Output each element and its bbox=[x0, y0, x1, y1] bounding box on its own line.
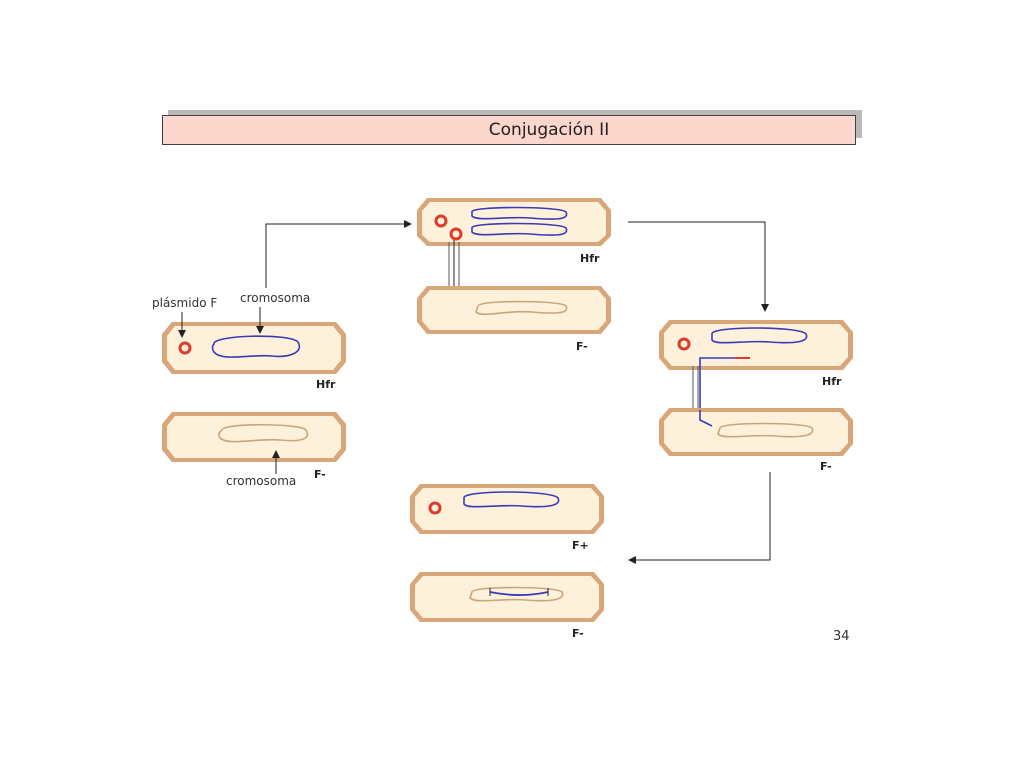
cell-tag-mid-recipient: F- bbox=[576, 340, 588, 353]
plasmid-f bbox=[178, 341, 192, 355]
flow-arrow-1 bbox=[265, 220, 412, 288]
cell-left-donor bbox=[162, 322, 346, 374]
plasmid-f-1 bbox=[434, 214, 448, 228]
donor-chromosome bbox=[211, 335, 301, 358]
recombined-segment bbox=[489, 591, 549, 596]
cell-tag-mid-donor: Hfr bbox=[580, 252, 600, 265]
label-plasmid: plásmido F bbox=[152, 296, 217, 310]
donor-chromosome-copy-2 bbox=[471, 222, 568, 236]
label-chromosome-top: cromosoma bbox=[240, 291, 310, 305]
plasmid-f-right bbox=[677, 337, 691, 351]
cell-tag-left-donor: Hfr bbox=[316, 378, 336, 391]
cell-tag-result-top: F+ bbox=[572, 539, 589, 552]
plasmid-f-result bbox=[428, 501, 442, 515]
label-chromosome-bottom: cromosoma bbox=[226, 474, 296, 488]
cell-result-top bbox=[410, 484, 604, 534]
cell-right-recipient bbox=[659, 408, 853, 456]
page-number: 34 bbox=[833, 629, 850, 644]
flow-arrow-3 bbox=[628, 472, 771, 564]
plasmid-f-2 bbox=[449, 227, 463, 241]
cell-left-recipient bbox=[162, 412, 346, 462]
donor-chromosome-copy-1 bbox=[471, 206, 568, 220]
cell-tag-result-bottom: F- bbox=[572, 627, 584, 640]
flow-arrow-2 bbox=[628, 221, 769, 312]
recipient-chromosome-mid bbox=[475, 300, 568, 316]
cell-result-bottom bbox=[410, 572, 604, 622]
recipient-chromosome-right bbox=[717, 422, 814, 438]
cell-right-donor bbox=[659, 320, 853, 410]
cell-tag-right-recipient: F- bbox=[820, 460, 832, 473]
recipient-chromosome bbox=[218, 423, 309, 443]
slide-title-text: Conjugación II bbox=[488, 120, 610, 140]
incoming-strand bbox=[699, 410, 713, 427]
transferred-strand bbox=[699, 357, 750, 410]
donor-chromosome-right bbox=[711, 327, 808, 344]
cell-mid-donor bbox=[417, 198, 611, 246]
slide-title: Conjugación II bbox=[162, 115, 856, 145]
cell-tag-left-recipient: F- bbox=[314, 468, 326, 481]
recipient-chromosome-result bbox=[469, 586, 564, 602]
cell-tag-right-donor: Hfr bbox=[822, 375, 842, 388]
donor-chromosome-result bbox=[463, 491, 560, 508]
cell-mid-recipient bbox=[417, 286, 611, 334]
